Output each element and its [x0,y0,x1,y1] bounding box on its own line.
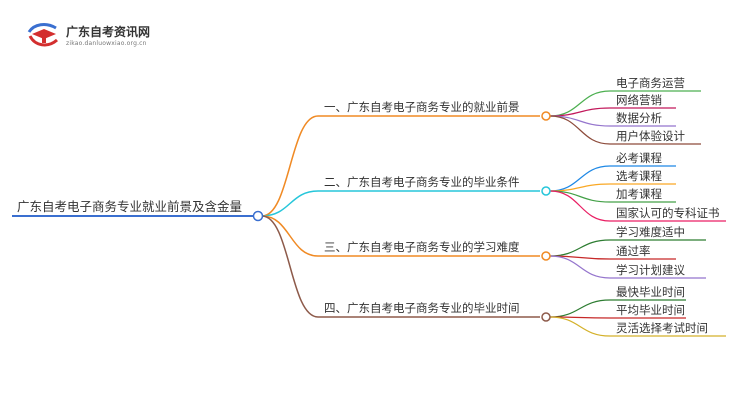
leaf-label-4-3[interactable]: 灵活选择考试时间 [616,321,708,335]
leaf-connector-3-3 [549,255,611,279]
root-expand-toggle[interactable] [252,210,264,222]
nodes-layer: 广东自考电子商务专业就业前景及含金量 一、广东自考电子商务专业的就业前景 电子商务运… [17,76,720,335]
site-logo[interactable]: 广东自考资讯网 zikao.danluowxiao.org.cn [26,20,176,54]
leaf-connector-2-4 [549,190,611,222]
branch-expand-toggle-4[interactable] [541,312,551,322]
leaf-label-1-1[interactable]: 电子商务运营 [616,76,685,90]
leaf-connector-4-3 [549,316,611,337]
branch-expand-toggle-2[interactable] [541,186,551,196]
branch-label-1[interactable]: 一、广东自考电子商务专业的就业前景 [324,100,520,114]
leaf-label-3-2[interactable]: 通过率 [616,244,651,258]
edges-layer [12,90,726,337]
leaf-label-2-4[interactable]: 国家认可的专科证书 [616,206,720,220]
branch-expand-toggle-1[interactable] [541,111,551,121]
leaf-label-4-1[interactable]: 最快毕业时间 [616,285,685,299]
branch-expand-toggle-3[interactable] [541,251,551,261]
leaf-label-1-3[interactable]: 数据分析 [616,111,662,125]
root-to-branch-connector-2 [261,190,319,217]
site-title: 广东自考资讯网 [66,25,151,39]
leaf-label-2-1[interactable]: 必考课程 [616,151,662,165]
leaf-connector-3-1 [549,239,611,257]
branch-label-4[interactable]: 四、广东自考电子商务专业的毕业时间 [324,301,520,315]
leaf-label-4-2[interactable]: 平均毕业时间 [616,303,685,317]
leaf-label-3-1[interactable]: 学习难度适中 [616,225,685,239]
leaf-label-3-3[interactable]: 学习计划建议 [616,263,685,277]
leaf-label-2-3[interactable]: 加考课程 [616,187,662,201]
root-node-label[interactable]: 广东自考电子商务专业就业前景及含金量 [17,199,242,214]
leaf-label-1-4[interactable]: 用户体验设计 [616,129,685,143]
leaf-label-1-2[interactable]: 网络营销 [616,93,662,107]
branch-label-2[interactable]: 二、广东自考电子商务专业的毕业条件 [324,175,520,189]
site-subtitle: zikao.danluowxiao.org.cn [66,40,147,47]
branch-label-3[interactable]: 三、广东自考电子商务专业的学习难度 [324,240,520,254]
graduation-cap-icon [27,23,58,47]
leaf-label-2-2[interactable]: 选考课程 [616,169,662,183]
root-to-branch-connector-1 [261,115,319,217]
leaf-connector-1-4 [549,115,611,145]
leaf-connector-4-1 [549,299,611,318]
root-to-branch-connector-4 [261,215,319,318]
root-to-branch-connector-3 [261,215,319,257]
